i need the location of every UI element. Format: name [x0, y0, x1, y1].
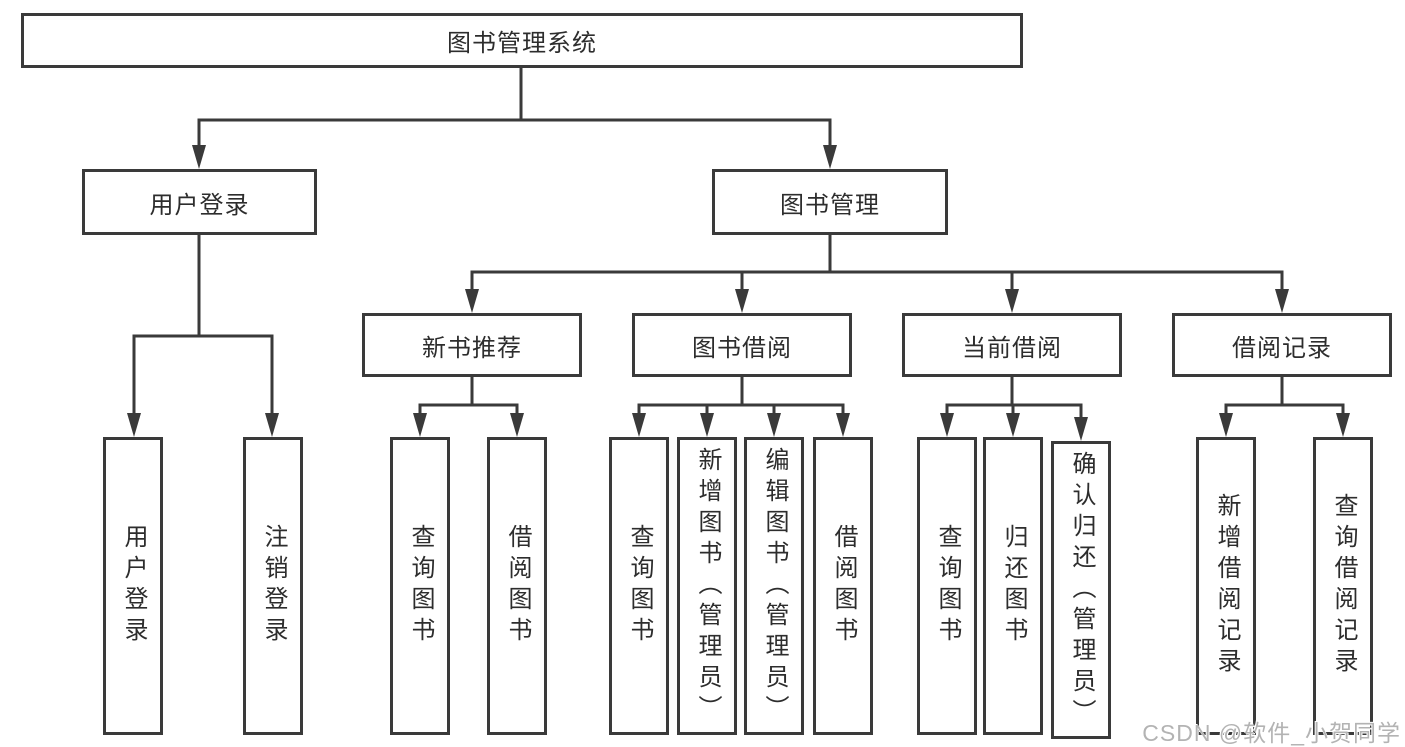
arrow-down-icon: [413, 413, 427, 437]
node-book-management: 图书管理: [712, 169, 948, 235]
leaf-query-borrow-record: 查询借阅记录: [1313, 437, 1373, 735]
node-label: 新增借阅记录: [1213, 493, 1240, 679]
node-label: 图书借阅: [692, 334, 792, 362]
arrow-down-icon: [1006, 413, 1020, 437]
arrow-down-icon: [836, 413, 850, 437]
arrow-down-icon: [940, 413, 954, 437]
leaf-borrow-books: 借阅图书: [813, 437, 873, 735]
leaf-query-books-recommend: 查询图书: [390, 437, 450, 735]
arrow-down-icon: [767, 413, 781, 437]
node-label: 确认归还（管理员）: [1068, 450, 1095, 730]
node-label: 借阅图书: [504, 524, 531, 648]
arrow-down-icon: [465, 289, 479, 313]
leaf-confirm-return-admin: 确认归还（管理员）: [1051, 441, 1111, 739]
arrow-down-icon: [265, 413, 279, 437]
arrow-down-icon: [127, 413, 141, 437]
arrow-down-icon: [735, 289, 749, 313]
arrow-down-icon: [510, 413, 524, 437]
node-current-borrow: 当前借阅: [902, 313, 1122, 377]
arrow-down-icon: [823, 145, 837, 169]
node-label: 新书推荐: [422, 334, 522, 362]
leaf-edit-books-admin: 编辑图书（管理员）: [744, 437, 804, 735]
node-label: 用户登录: [149, 191, 250, 219]
arrowhead-icons: [127, 145, 1350, 441]
node-label: 新增图书（管理员）: [694, 446, 721, 726]
arrow-down-icon: [1219, 413, 1233, 437]
node-library-management-system: 图书管理系统: [21, 13, 1023, 68]
connector-userlogin-branch: [132, 235, 274, 414]
connector-current-branch: [945, 377, 1083, 418]
node-label: 图书管理: [780, 191, 880, 219]
leaf-add-books-admin: 新增图书（管理员）: [677, 437, 737, 735]
node-label: 借阅图书: [830, 524, 857, 648]
node-book-borrow: 图书借阅: [632, 313, 852, 377]
leaf-logout: 注销登录: [243, 437, 303, 735]
arrow-down-icon: [1005, 289, 1019, 313]
node-new-book-recommend: 新书推荐: [362, 313, 582, 377]
node-label: 用户登录: [120, 524, 147, 648]
arrow-down-icon: [632, 413, 646, 437]
watermark-csdn: CSDN @软件_小贺同学: [1142, 720, 1401, 746]
leaf-user-login: 用户登录: [103, 437, 163, 735]
leaf-add-borrow-record: 新增借阅记录: [1196, 437, 1256, 735]
node-label: 编辑图书（管理员）: [761, 446, 788, 726]
arrow-down-icon: [1074, 417, 1088, 441]
node-label: 借阅记录: [1232, 334, 1332, 362]
connector-records-branch: [1224, 377, 1345, 414]
leaf-query-books-current: 查询图书: [917, 437, 977, 735]
connector-bookmgmt-branch: [470, 235, 1284, 290]
node-label: 查询借阅记录: [1330, 493, 1357, 679]
leaf-borrow-books-recommend: 借阅图书: [487, 437, 547, 735]
node-label: 归还图书: [1000, 524, 1027, 648]
node-label: 注销登录: [260, 524, 287, 648]
connector-newbook-branch: [418, 377, 519, 414]
arrow-down-icon: [192, 145, 206, 169]
arrow-down-icon: [1336, 413, 1350, 437]
connector-borrow-branch: [637, 377, 845, 414]
node-label: 查询图书: [934, 524, 961, 648]
arrow-down-icon: [700, 413, 714, 437]
node-borrow-records: 借阅记录: [1172, 313, 1392, 377]
arrow-down-icon: [1275, 289, 1289, 313]
node-label: 查询图书: [407, 524, 434, 648]
node-user-login: 用户登录: [82, 169, 317, 235]
node-label: 查询图书: [626, 524, 653, 648]
node-label: 图书管理系统: [447, 30, 597, 57]
leaf-return-books: 归还图书: [983, 437, 1043, 735]
connector-root-branch: [197, 68, 832, 146]
node-label: 当前借阅: [962, 334, 1062, 362]
leaf-query-books-borrow: 查询图书: [609, 437, 669, 735]
